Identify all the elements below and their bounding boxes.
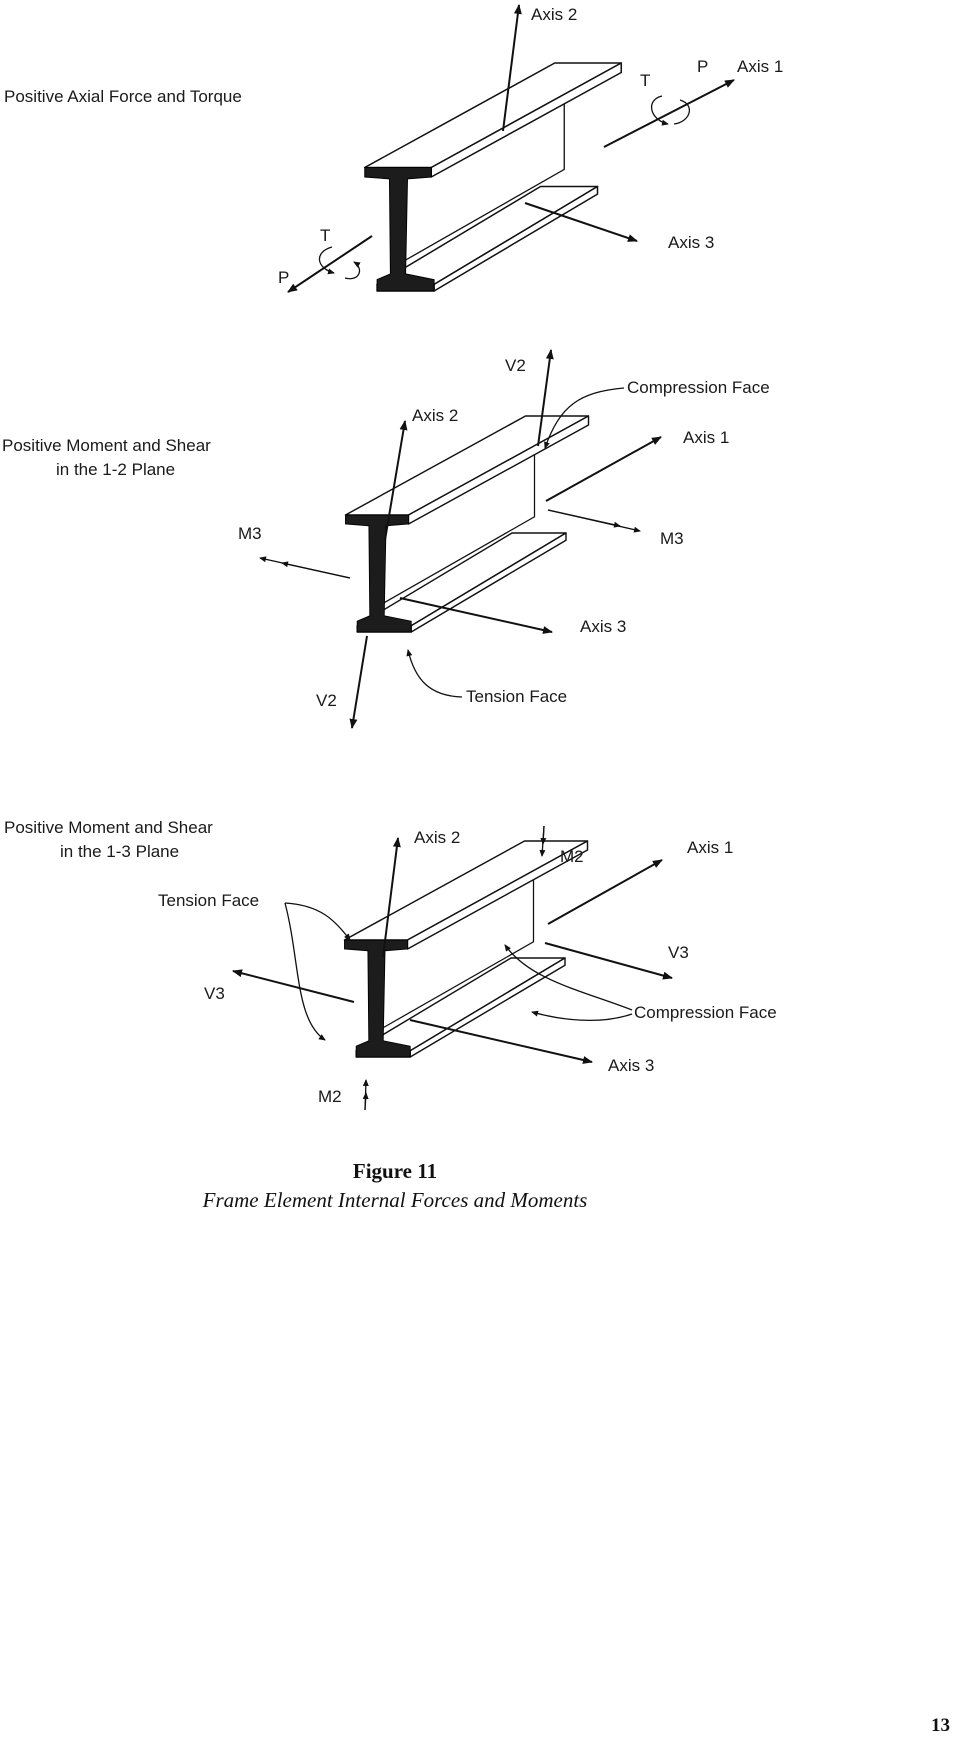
compression-face-label: Compression Face xyxy=(634,1003,777,1022)
axis1-arrow xyxy=(545,436,662,502)
torque-top-icon-b xyxy=(673,99,690,125)
tension-face-leader-top xyxy=(284,902,351,941)
plane-1-2-panel: Positive Moment and Shear in the 1-2 Pla… xyxy=(2,349,770,729)
axis2-arrow xyxy=(502,4,522,132)
v3-right-label: V3 xyxy=(668,943,689,962)
axis1-label: Axis 1 xyxy=(737,57,783,76)
v2-top-label: V2 xyxy=(505,356,526,375)
tension-face-label: Tension Face xyxy=(158,891,259,910)
i-beam-section xyxy=(363,62,623,292)
m3-right-label: M3 xyxy=(660,529,684,548)
axis3-arrow xyxy=(399,597,553,634)
axis3-arrow xyxy=(524,202,638,242)
panel-title-13-line2: in the 1-3 Plane xyxy=(60,842,179,861)
plane-1-3-panel: Positive Moment and Shear in the 1-3 Pla… xyxy=(4,818,777,1111)
axis2-label: Axis 2 xyxy=(531,5,577,24)
panel-title-12-line1: Positive Moment and Shear xyxy=(2,436,211,455)
axis3-arrow xyxy=(409,1019,593,1064)
page-number: 13 xyxy=(931,1715,950,1736)
axis1-arrow xyxy=(547,859,663,925)
panel-title-axial: Positive Axial Force and Torque xyxy=(4,87,242,106)
p-top-label: P xyxy=(697,57,708,76)
i-beam-section xyxy=(343,840,589,1058)
compression-face-label: Compression Face xyxy=(627,378,770,397)
p-bottom-arrow xyxy=(287,235,373,293)
axis3-label: Axis 3 xyxy=(608,1056,654,1075)
m2-bottom-arrow-b xyxy=(362,1092,369,1111)
v3-left-label: V3 xyxy=(204,984,225,1003)
axial-force-torque-panel: Positive Axial Force and Torque Axis 2 A… xyxy=(4,4,783,293)
axis1-label: Axis 1 xyxy=(687,838,733,857)
m3-left-arrow-b xyxy=(281,561,351,579)
torque-bottom-icon-b xyxy=(344,261,361,280)
axis2-label: Axis 2 xyxy=(412,406,458,425)
m2-bottom-label: M2 xyxy=(318,1087,342,1106)
m2-top-label: M2 xyxy=(560,847,584,866)
tension-face-leader xyxy=(406,649,463,698)
torque-bottom-icon xyxy=(318,246,335,275)
t-top-label: T xyxy=(640,71,650,90)
axis2-label: Axis 2 xyxy=(414,828,460,847)
tension-face-leader-bottom xyxy=(284,902,326,1041)
axis3-label: Axis 3 xyxy=(668,233,714,252)
panel-title-12-line2: in the 1-2 Plane xyxy=(56,460,175,479)
i-beam-section xyxy=(344,415,590,633)
axis2-arrow xyxy=(382,837,401,958)
compression-face-leader-top xyxy=(504,944,633,1011)
figure-title: Frame Element Internal Forces and Moment… xyxy=(202,1188,588,1212)
axis1-arrow xyxy=(603,79,735,148)
compression-face-leader-bottom xyxy=(531,1010,633,1021)
tension-face-label: Tension Face xyxy=(466,687,567,706)
axis1-label: Axis 1 xyxy=(683,428,729,447)
p-bottom-label: P xyxy=(278,268,289,287)
axis3-label: Axis 3 xyxy=(580,617,626,636)
compression-face-leader xyxy=(544,387,625,449)
v3-right-arrow xyxy=(544,942,673,980)
v2-bottom-arrow xyxy=(349,635,368,729)
torque-top-icon xyxy=(651,95,669,126)
m2-top-arrow-b xyxy=(540,825,547,845)
v2-bottom-label: V2 xyxy=(316,691,337,710)
figure-number: Figure 11 xyxy=(353,1159,437,1183)
t-bottom-label: T xyxy=(320,226,330,245)
m3-right-arrow-b xyxy=(547,509,621,528)
v3-left-arrow xyxy=(232,969,355,1003)
panel-title-13-line1: Positive Moment and Shear xyxy=(4,818,213,837)
v2-top-arrow xyxy=(537,349,554,447)
m3-left-label: M3 xyxy=(238,524,262,543)
axis2-arrow xyxy=(384,420,408,541)
